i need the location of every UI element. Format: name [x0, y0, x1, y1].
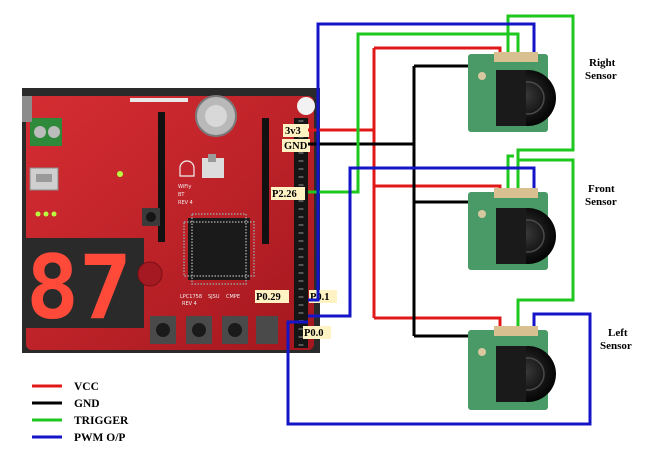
pushbutton-cap — [192, 323, 206, 337]
pin-label-p0-29: P0.29 — [256, 292, 281, 303]
pin-label-gnd: GND — [284, 141, 308, 152]
sjsu-label: SJSU — [208, 294, 220, 300]
screw-icon — [48, 126, 60, 138]
display-digits: 87 — [26, 236, 132, 339]
legend-label-gnd: GND — [74, 398, 100, 410]
pin-label-p0-1: P0.1 — [310, 292, 330, 303]
pin-label-bg — [303, 326, 331, 339]
transducer-body — [496, 346, 526, 402]
front-sensor-label-line2: Sensor — [585, 196, 617, 208]
legend-label-pwm: PWM O/P — [74, 432, 125, 444]
power-jack — [22, 96, 32, 122]
switch-knob — [208, 154, 216, 162]
mount-hole — [478, 72, 486, 80]
pushbutton-cap — [156, 323, 170, 337]
mount-hole — [478, 348, 486, 356]
legend-label-trigger: TRIGGER — [74, 415, 129, 427]
pushbutton-row — [150, 316, 278, 344]
usb-port — [36, 174, 52, 182]
chip-pins-horizontal — [183, 221, 255, 277]
wifly-label: BT — [178, 192, 185, 198]
pin-label-bg — [283, 124, 309, 137]
left-sensor-label-line2: Sensor — [600, 340, 632, 352]
chip-pins-vertical — [191, 213, 247, 285]
seven-segment-display — [22, 238, 144, 328]
chip-model-label: LPC1758 — [180, 294, 202, 300]
gnd-wire — [308, 64, 484, 338]
xbee-header-right — [262, 118, 269, 244]
trigger-wire — [308, 14, 575, 326]
rev-label: REV 4 — [182, 301, 197, 307]
xbee-label: WiFly — [178, 184, 191, 190]
pin-label-p0-0: P0.0 — [304, 328, 324, 339]
lpc1758-chip — [188, 218, 250, 280]
status-led — [35, 211, 41, 217]
pushbutton — [256, 316, 278, 344]
pin-label-bg — [282, 139, 310, 152]
right-sensor-label-line2: Sensor — [585, 70, 617, 82]
lock-logo-icon — [179, 160, 195, 177]
pin-label-p2-26: P2.26 — [272, 189, 297, 200]
lpc1758-board: WiFly BT REV 4 LPC1758 SJSU CMPE REV 4 8… — [22, 88, 337, 353]
mount-hole — [478, 210, 486, 218]
slide-switch — [202, 158, 224, 178]
pushbutton-cap — [228, 323, 242, 337]
pin-label-bg — [271, 187, 305, 200]
legend: VCC GND TRIGGER PWM O/P — [32, 381, 129, 444]
status-led — [43, 211, 49, 217]
sensor-pins — [494, 52, 538, 62]
tactile-button-cap — [146, 212, 156, 222]
xbee-header-left — [158, 112, 165, 242]
vcc-wire — [308, 46, 502, 334]
left-sensor: Left Sensor — [468, 326, 632, 410]
screw-icon — [34, 126, 46, 138]
header-strip — [130, 98, 188, 102]
pin-label-3v3: 3v3 — [285, 126, 301, 137]
reset-button — [297, 97, 315, 115]
capacitor — [137, 261, 163, 287]
status-led — [51, 211, 57, 217]
wires — [286, 14, 592, 426]
transducer-body — [496, 208, 526, 264]
coin-battery — [205, 105, 227, 127]
right-sensor: Right Sensor — [468, 52, 617, 132]
status-led — [117, 171, 123, 177]
pin-label-bg — [255, 290, 289, 303]
pwm-wire — [286, 22, 592, 426]
cmpe-label: CMPE — [226, 294, 240, 300]
transducer-body — [496, 70, 526, 126]
legend-label-vcc: VCC — [74, 381, 99, 393]
right-sensor-label-line1: Right — [589, 57, 616, 69]
sensor-pins — [494, 326, 538, 336]
sensor-pins — [494, 188, 538, 198]
front-sensor-label-line1: Front — [588, 183, 615, 195]
front-sensor: Front Sensor — [468, 183, 617, 270]
left-sensor-label-line1: Left — [608, 327, 628, 339]
bt-label: REV 4 — [178, 200, 193, 206]
